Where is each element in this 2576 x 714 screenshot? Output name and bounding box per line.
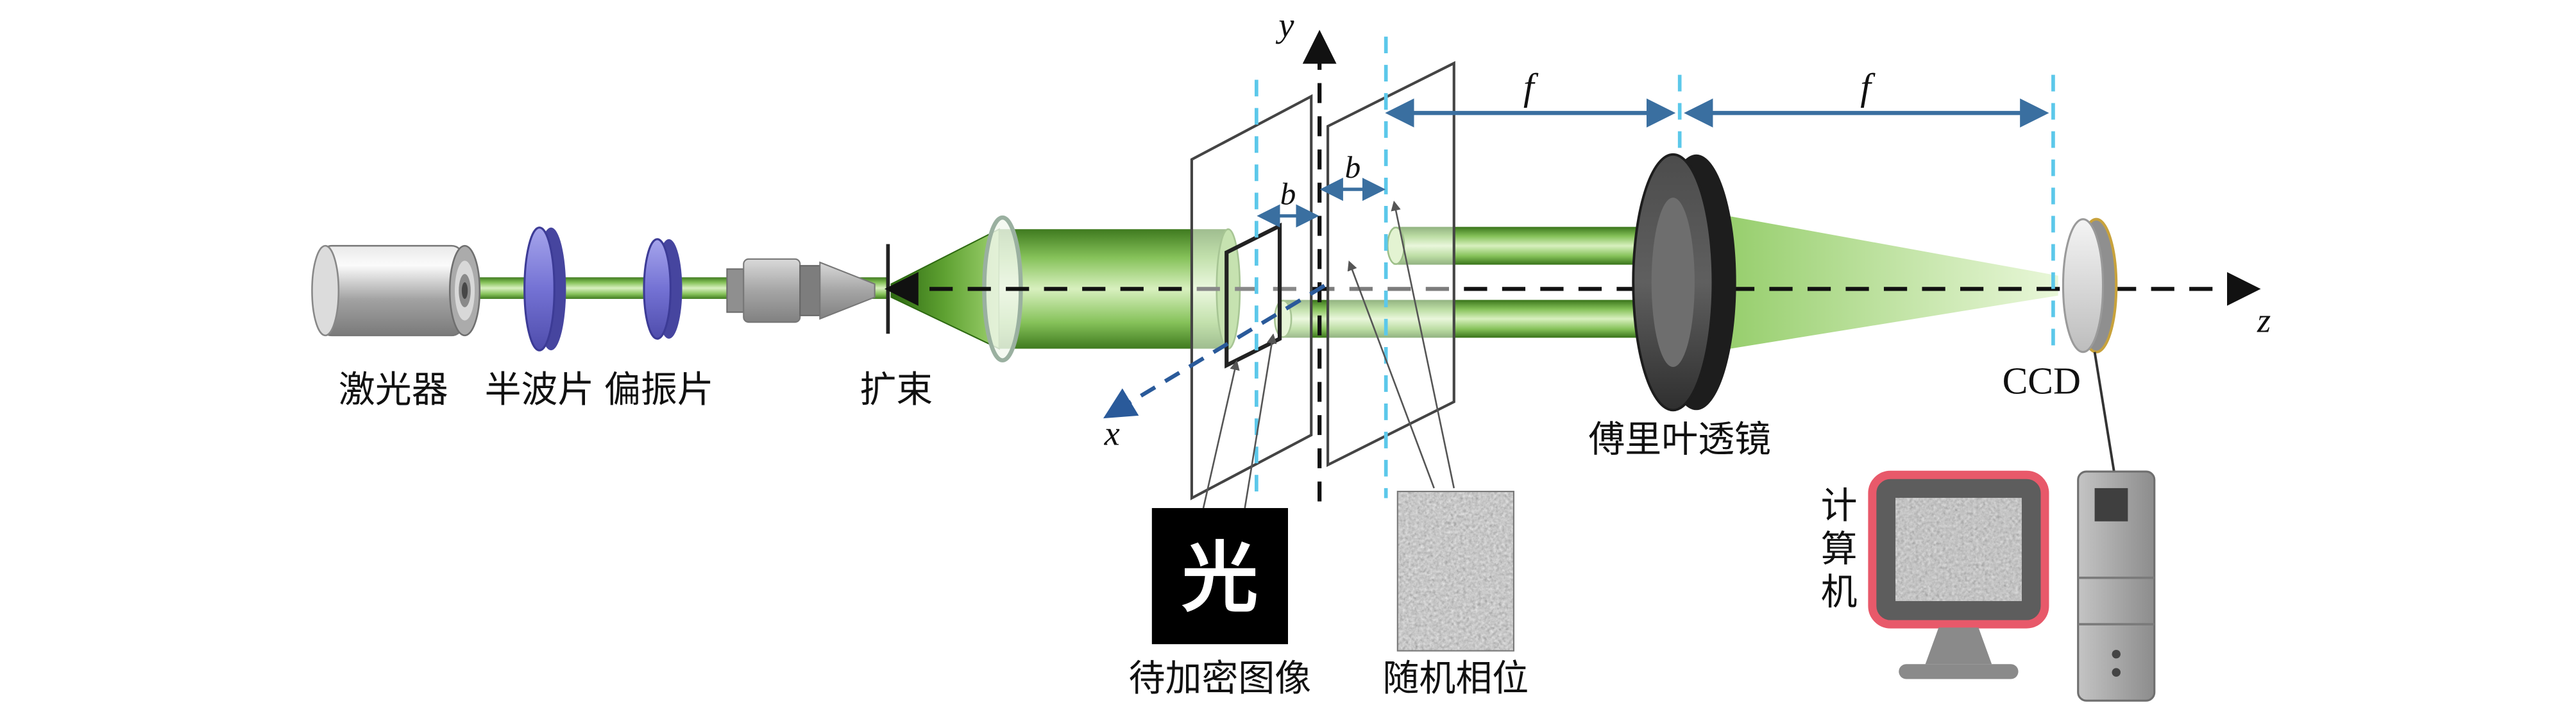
polarizer — [643, 238, 682, 340]
beam-cylinder-upper — [1386, 226, 1668, 265]
image-to-encrypt-label: 待加密图像 — [1129, 659, 1312, 699]
ccd-label: CCD — [2003, 359, 2081, 402]
half-wave-plate-front — [523, 226, 555, 352]
objective-collar — [799, 265, 821, 316]
annotation-line-phase-1 — [1347, 260, 1435, 489]
z-axis-label: z — [2257, 302, 2271, 340]
laser-group — [311, 244, 481, 337]
computer-tower — [2077, 470, 2156, 702]
laser-aperture — [461, 282, 468, 299]
tower-button-2 — [2112, 668, 2121, 677]
random-phase-noise — [1397, 491, 1514, 651]
random-phase-label: 随机相位 — [1383, 659, 1529, 699]
objective-barrel — [743, 258, 801, 323]
fourier-lens-label: 傅里叶透镜 — [1588, 420, 1771, 460]
encrypt-image: 光 — [1151, 507, 1288, 645]
input-aperture — [1224, 223, 1282, 369]
computer-monitor — [1868, 470, 2049, 679]
f-left-label: f — [1523, 65, 1539, 108]
computer-label-char-3: 机 — [1821, 572, 1858, 613]
b-left-label: b — [1280, 176, 1296, 211]
laser-label: 激光器 — [339, 370, 448, 410]
beam-expander-label: 扩束 — [860, 370, 933, 410]
polarizer-label: 偏振片 — [604, 370, 714, 410]
random-phase-border — [1396, 491, 1514, 652]
fourier-lens-center — [1651, 198, 1695, 368]
computer-label-char-1: 计 — [1821, 486, 1858, 527]
annotation-line-phase-2 — [1391, 200, 1455, 489]
random-phase-plane — [1326, 61, 1455, 468]
objective-ring — [726, 268, 745, 313]
x-axis-label: x — [1104, 414, 1120, 453]
half-wave-plate — [523, 226, 566, 352]
tower-button-1 — [2112, 649, 2121, 659]
encrypt-image-glyph: 光 — [1182, 536, 1258, 621]
laser-back-cap — [311, 244, 340, 337]
x-axis-line — [1103, 284, 1326, 419]
monitor-stand — [1925, 627, 1992, 665]
ccd-disk — [2062, 217, 2118, 353]
annotation-line-image-2 — [1244, 333, 1277, 509]
monitor-screen-noise — [1895, 498, 2022, 601]
annotation-line-image-1 — [1202, 360, 1240, 509]
computer-label-char-2: 算 — [1821, 529, 1858, 570]
beam-cylinder-upper-body — [1393, 226, 1668, 265]
tower-drive-bay — [2094, 488, 2128, 522]
monitor-base — [1899, 664, 2019, 679]
ccd-cable — [2093, 352, 2116, 475]
beam-cylinder-lower-body — [1280, 300, 1681, 338]
laser-body — [319, 244, 464, 337]
fourier-lens-group — [1632, 153, 1736, 412]
b-right-label: b — [1345, 149, 1361, 185]
random-phase-image — [1396, 491, 1514, 652]
y-axis-label: y — [1275, 6, 1294, 44]
f-right-label: f — [1860, 65, 1876, 108]
collimator-objective — [726, 258, 876, 323]
objective-cone — [819, 261, 876, 320]
input-image-plane — [1190, 94, 1313, 500]
converging-beam — [1709, 212, 2058, 352]
ccd-front — [2062, 218, 2105, 353]
half-wave-plate-label: 半波片 — [485, 370, 595, 410]
polarizer-front — [643, 238, 672, 340]
tower-case — [2077, 470, 2156, 702]
encrypt-image-box — [1151, 507, 1288, 645]
